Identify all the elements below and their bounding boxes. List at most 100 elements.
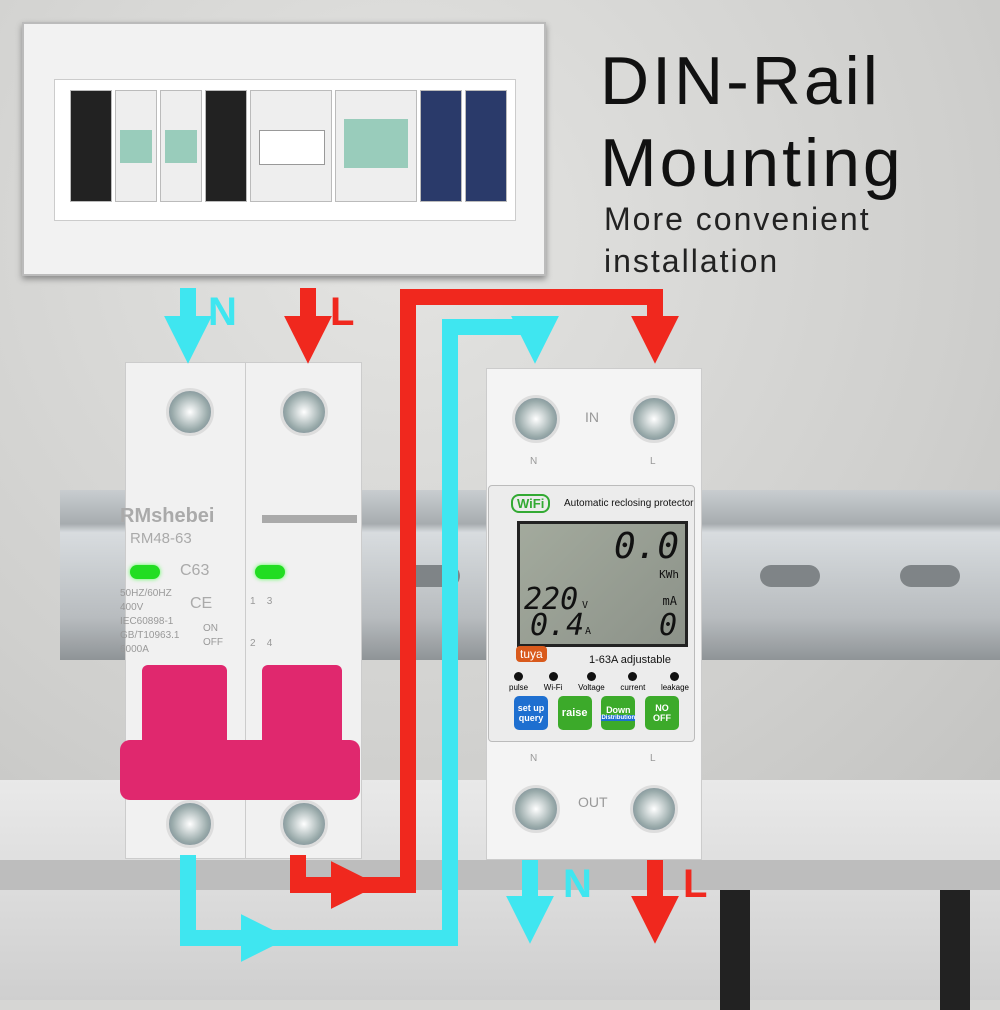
button-label: OFF [652,713,671,723]
neutral-link-wire [180,315,559,946]
leak-unit: mA [662,594,677,608]
screw-terminal [166,388,214,436]
table-leg [940,890,970,1010]
indicator-pulse: pulse [509,672,528,692]
screw-terminal [630,785,678,833]
leak-reading: 0 [658,608,677,643]
energy-unit: KWh [659,568,679,581]
button-label: raise [561,707,588,719]
spec: 400V [120,602,144,613]
range-label: 1-63A adjustable [589,654,671,666]
breaker-brand: RMshebei [120,505,215,527]
screw-terminal [512,395,560,443]
indicator-voltage: Voltage [578,672,605,692]
button-label: query [518,713,544,723]
indicator-label: Voltage [578,683,605,692]
rail-slot [760,565,820,587]
table-edge [0,860,1000,890]
mini-device [250,90,332,202]
screw-terminal [280,800,328,848]
mini-device [160,90,202,202]
spec: 6000A [120,644,149,655]
spec: IEC60898-1 [120,616,174,627]
screw-terminal [166,800,214,848]
energy-reading: 0.0 [613,526,679,567]
n-label: N [530,456,538,467]
live-output-label: L [683,862,708,906]
spec: 50HZ/60HZ [120,588,172,599]
screw-terminal [512,785,560,833]
wifi-badge: WiFi [511,494,551,513]
current-reading: 0.4 [530,608,585,643]
on-off-legend: ON OFF [203,622,223,650]
terminal-num: 4 [266,638,273,649]
mini-device [465,90,507,202]
distribution-box-interior [54,79,516,221]
indicator-wifi: Wi-Fi [543,672,563,692]
mini-device [420,90,462,202]
ce-mark: CE [190,595,213,612]
on-label: ON [203,623,218,634]
neutral-output-label: N [563,862,592,906]
table-leg [720,890,750,1010]
voltage-unit: V [582,600,589,611]
indicator-leakage: leakage [661,672,689,692]
mini-device [205,90,247,202]
indicator-current: current [620,672,645,692]
in-label: IN [585,409,599,425]
voltage-reading: 220 [524,582,579,617]
spec: GB/T10963.1 [120,630,180,641]
neutral-input-label: N [208,290,237,334]
title-line: DIN-Rail [600,43,881,119]
out-label: OUT [578,794,608,810]
indicator-label: leakage [660,683,689,692]
off-label: OFF [203,637,223,648]
l-label: L [650,753,656,764]
rail-slot [900,565,960,587]
button-label: NO [655,703,669,713]
button-label: set up [517,703,545,713]
title-line: Mounting [600,125,904,201]
mini-device [115,90,157,202]
heading-subtitle: More convenient installation [604,198,871,282]
breaker-rating: C63 [180,562,210,579]
button-label: Distribution [601,715,636,721]
live-input-label: L [330,290,355,334]
subtitle-line: More convenient [604,201,871,237]
l-label: L [650,456,656,467]
indicator-label: Wi-Fi [543,683,563,692]
tuya-logo: tuya [516,646,547,662]
status-led [255,565,285,579]
mini-device [335,90,417,202]
raise-button[interactable]: raise [557,696,592,730]
button-label: Down [606,705,631,715]
screw-terminal [630,395,678,443]
mini-device [70,90,112,202]
breaker-model: RM48-63 [130,530,192,547]
protector-faceplate: WiFi Automatic reclosing protector 0.0 K… [488,485,695,742]
product-name: Automatic reclosing protector [564,498,694,509]
indicator-row: pulse Wi-Fi Voltage current leakage [509,672,689,692]
indicator-label: current [620,683,646,692]
screw-terminal [280,388,328,436]
distribution-box-photo [22,22,546,276]
status-led [130,565,160,579]
lcd-display: 0.0 KWh 220 V 0.4 A mA 0 [517,521,688,647]
current-unit: A [585,626,592,637]
terminal-num: 1 [250,596,256,607]
n-label: N [530,753,538,764]
handle-bar[interactable] [120,740,360,800]
live-link-wire [290,289,679,893]
subtitle-line: installation [604,243,780,279]
label-strip [262,515,357,523]
terminal-num: 2 [250,638,256,649]
indicator-label: pulse [509,683,529,692]
